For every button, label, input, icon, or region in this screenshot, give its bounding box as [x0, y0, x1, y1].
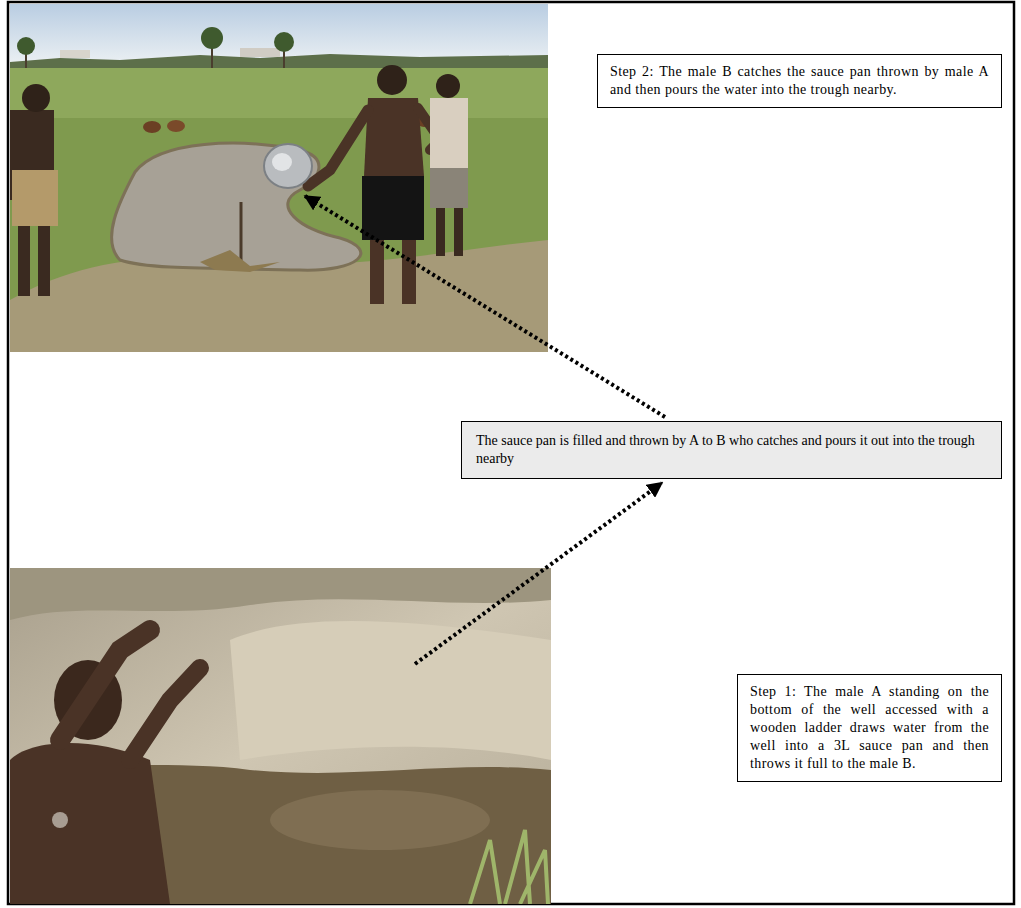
arm	[308, 110, 368, 186]
leader-arrow	[305, 196, 665, 417]
leg	[18, 226, 30, 296]
note-box: The sauce pan is filled and thrown by A …	[461, 421, 1002, 479]
field-photo	[10, 4, 548, 352]
rock-face	[230, 621, 551, 760]
step-box: Step 2: The male B catches the sauce pan…	[597, 54, 1002, 108]
building	[240, 48, 280, 57]
person-left	[10, 84, 58, 296]
arm	[60, 630, 150, 740]
torso	[10, 743, 170, 904]
saucepan-shine	[272, 153, 292, 171]
shorts	[362, 176, 424, 240]
water-splash	[52, 812, 68, 828]
cow	[143, 121, 161, 133]
outer-frame	[8, 2, 1014, 904]
shirt	[430, 98, 468, 168]
leg	[454, 208, 463, 256]
saucepan-body	[264, 144, 312, 188]
head	[436, 74, 460, 98]
leg	[436, 208, 445, 256]
rock-ledge	[10, 568, 551, 620]
head	[377, 65, 407, 95]
palm-crown	[17, 37, 35, 55]
palm-tree	[17, 27, 294, 70]
arm	[130, 668, 200, 760]
male-a	[10, 630, 200, 904]
palm-crown	[274, 32, 294, 52]
well-wall	[10, 568, 551, 904]
box-text: Step 1: The male A standing on the botto…	[750, 683, 989, 773]
shorts	[12, 170, 58, 226]
water-reflection	[270, 790, 490, 850]
pond-water	[112, 143, 361, 270]
well-photo	[10, 568, 551, 904]
step-box: Step 1: The male A standing on the botto…	[737, 674, 1002, 782]
cow	[167, 120, 185, 132]
straw	[200, 250, 280, 272]
leg	[38, 226, 50, 296]
palm-crown	[201, 27, 223, 49]
building	[60, 50, 90, 58]
male-b	[308, 65, 440, 304]
box-text: The sauce pan is filled and thrown by A …	[476, 432, 987, 468]
saucepan	[264, 144, 312, 188]
leg	[370, 240, 384, 304]
leader-arrow	[415, 483, 662, 664]
grass-field	[10, 68, 548, 352]
grass	[470, 830, 548, 904]
shorts	[430, 168, 468, 208]
box-text: Step 2: The male B catches the sauce pan…	[610, 63, 989, 99]
leg	[402, 240, 416, 304]
head	[22, 84, 50, 112]
boy	[430, 74, 468, 256]
